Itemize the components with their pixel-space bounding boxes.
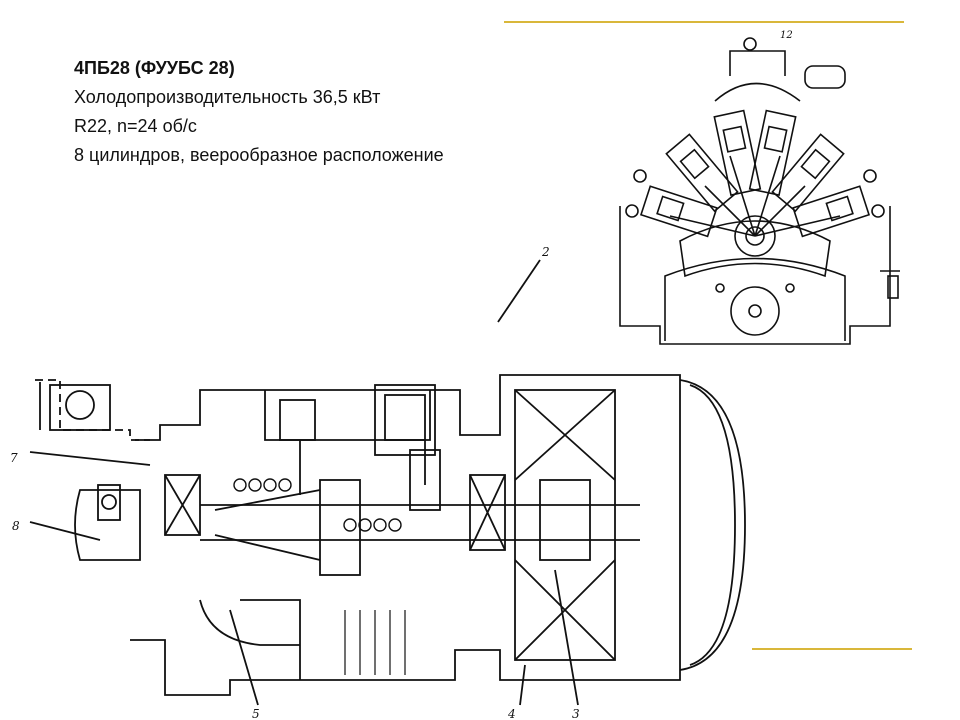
callout-12: 12 xyxy=(780,30,793,41)
spec-cylinders: 8 цилиндров, веерообразное расположение xyxy=(74,145,444,165)
callout-4: 4 xyxy=(507,707,516,720)
compressor-longitudinal-section-drawing: 2 7 8 5 4 3 xyxy=(10,245,746,720)
callout-3: 3 xyxy=(572,707,580,720)
slide-title: 4ПБ28 (ФУУБС 28) xyxy=(74,58,235,78)
slide-text: 4ПБ28 (ФУУБС 28) Холодопроизводительност… xyxy=(74,54,444,170)
top-accent-line xyxy=(504,21,904,23)
callout-2: 2 xyxy=(541,245,550,259)
callout-5: 5 xyxy=(252,707,260,720)
callout-8: 8 xyxy=(12,519,20,533)
spec-capacity: Холодопроизводительность 36,5 кВт xyxy=(74,87,381,107)
spec-refrigerant-speed: R22, n=24 об/с xyxy=(74,116,197,136)
callout-7: 7 xyxy=(10,451,18,465)
compressor-cross-section-drawing: 12 xyxy=(619,30,900,345)
bottom-accent-line xyxy=(752,648,912,650)
